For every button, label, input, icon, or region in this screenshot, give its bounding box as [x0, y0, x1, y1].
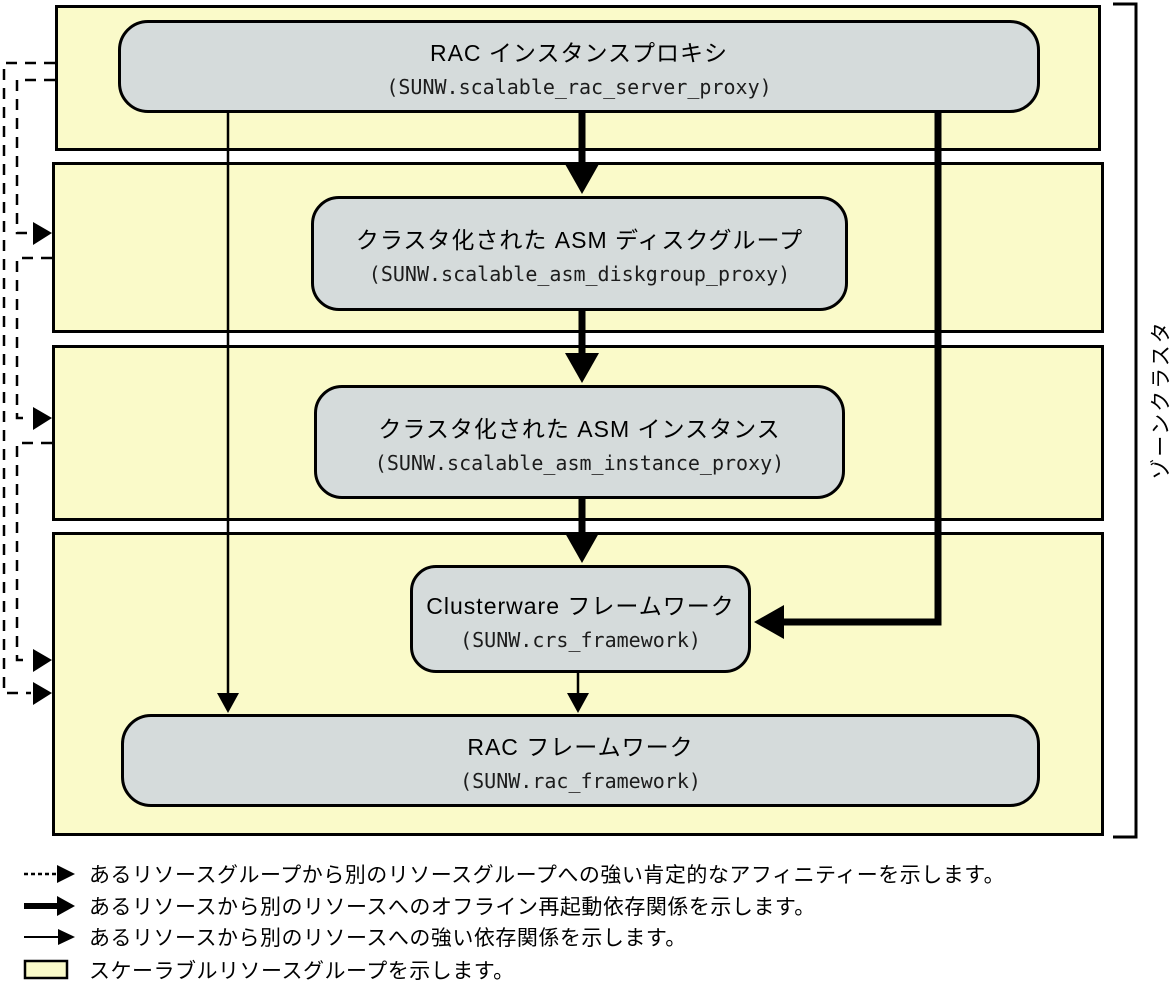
scalable-group-swatch-icon — [23, 959, 69, 980]
node-clusterware-framework: Clusterware フレームワーク (SUNW.crs_framework) — [410, 565, 751, 673]
legend-item-offline-restart: あるリソースから別のリソースへのオフライン再起動依存関係を示します。 — [23, 893, 816, 919]
dashed-arrow-icon — [24, 865, 75, 883]
legend-item-scalable-group-text: スケーラブルリソースグループを示します。 — [89, 960, 515, 983]
node-rac-framework-type: (SUNW.rac_framework) — [460, 769, 701, 793]
zone-cluster-bracket — [1113, 2, 1138, 839]
affinity-arrow-diskgroupgroup-to-instancegroup — [15, 256, 52, 430]
node-asm-instance-title: クラスタ化された ASM インスタンス — [378, 415, 781, 442]
legend-item-strong-dependency-text: あるリソースから別のリソースへの強い依存関係を示します。 — [89, 927, 687, 950]
node-asm-diskgroup: クラスタ化された ASM ディスクグループ (SUNW.scalable_asm… — [311, 196, 848, 311]
node-rac-framework: RAC フレームワーク (SUNW.rac_framework) — [121, 714, 1040, 807]
thick-arrow-icon — [24, 896, 75, 916]
thin-arrow-icon — [24, 929, 75, 945]
node-asm-diskgroup-title: クラスタ化された ASM ディスクグループ — [355, 227, 804, 253]
node-clusterware-framework-type: (SUNW.crs_framework) — [460, 627, 701, 652]
node-rac-instance-proxy-title: RAC インスタンスプロキシ — [429, 40, 729, 66]
legend-item-strong-dependency: あるリソースから別のリソースへの強い依存関係を示します。 — [23, 924, 687, 950]
node-asm-instance: クラスタ化された ASM インスタンス (SUNW.scalable_asm_i… — [314, 385, 845, 499]
node-asm-instance-type: (SUNW.scalable_asm_instance_proxy) — [374, 450, 785, 475]
node-rac-instance-proxy-type: (SUNW.scalable_rac_server_proxy) — [386, 75, 772, 99]
legend-item-offline-restart-text: あるリソースから別のリソースへのオフライン再起動依存関係を示します。 — [89, 896, 816, 919]
node-clusterware-framework-title: Clusterware フレームワーク — [426, 592, 735, 619]
legend-item-scalable-group: スケーラブルリソースグループを示します。 — [23, 957, 515, 983]
affinity-arrow-racgroup-to-diskgroupgroup — [15, 78, 55, 245]
legend-item-affinity-text: あるリソースグループから別のリソースグループへの強い肯定的なアフィニティーを示し… — [89, 864, 1006, 887]
node-rac-instance-proxy: RAC インスタンスプロキシ (SUNW.scalable_rac_server… — [118, 20, 1040, 113]
affinity-arrow-racgroup-to-frameworkgroup — [2, 61, 55, 705]
legend-item-affinity: あるリソースグループから別のリソースグループへの強い肯定的なアフィニティーを示し… — [23, 861, 1005, 887]
node-asm-diskgroup-type: (SUNW.scalable_asm_diskgroup_proxy) — [368, 262, 791, 286]
zone-cluster-label: ゾーンクラスタ — [1138, 310, 1176, 490]
node-rac-framework-title: RAC フレームワーク — [467, 734, 694, 760]
affinity-arrow-instancegroup-to-frameworkgroup — [15, 441, 52, 672]
zone-cluster-label-text: ゾーンクラスタ — [1150, 320, 1173, 480]
